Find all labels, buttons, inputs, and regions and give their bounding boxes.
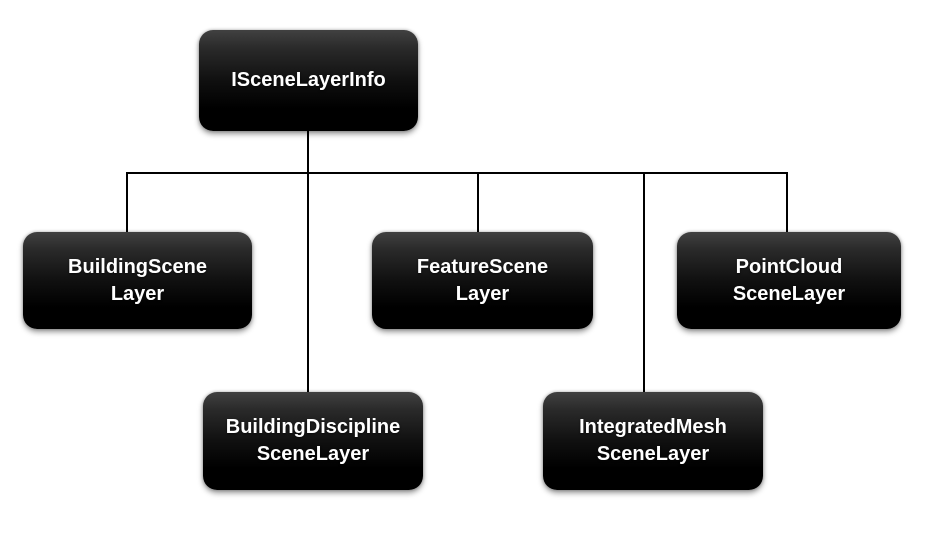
node-point-cloud-scene-layer-label: PointCloud SceneLayer — [732, 255, 846, 305]
node-building-scene-layer: BuildingScene Layer — [23, 232, 252, 329]
node-building-scene-layer-label: BuildingScene Layer — [68, 255, 207, 305]
node-feature-scene-layer-label: FeatureScene Layer — [416, 255, 549, 305]
connector-to-building-scene — [126, 172, 128, 232]
node-building-discipline-scene-layer-label: BuildingDiscipline SceneLayer — [225, 416, 401, 465]
connector-to-point-cloud — [786, 172, 788, 232]
connector-to-feature-scene — [477, 172, 479, 232]
node-feature-scene-layer: FeatureScene Layer — [372, 232, 593, 329]
connector-to-integrated-mesh — [643, 172, 645, 392]
node-integrated-mesh-scene-layer-label: IntegratedMesh SceneLayer — [579, 416, 727, 465]
connector-root-to-building-discipline — [307, 131, 309, 392]
node-iscenelayerinfo: ISceneLayerInfo — [199, 30, 418, 131]
node-iscenelayerinfo-label: ISceneLayerInfo — [231, 69, 386, 91]
node-building-discipline-scene-layer: BuildingDiscipline SceneLayer — [203, 392, 423, 490]
node-point-cloud-scene-layer: PointCloud SceneLayer — [677, 232, 901, 329]
node-integrated-mesh-scene-layer: IntegratedMesh SceneLayer — [543, 392, 763, 490]
connector-horizontal-bus — [126, 172, 788, 174]
